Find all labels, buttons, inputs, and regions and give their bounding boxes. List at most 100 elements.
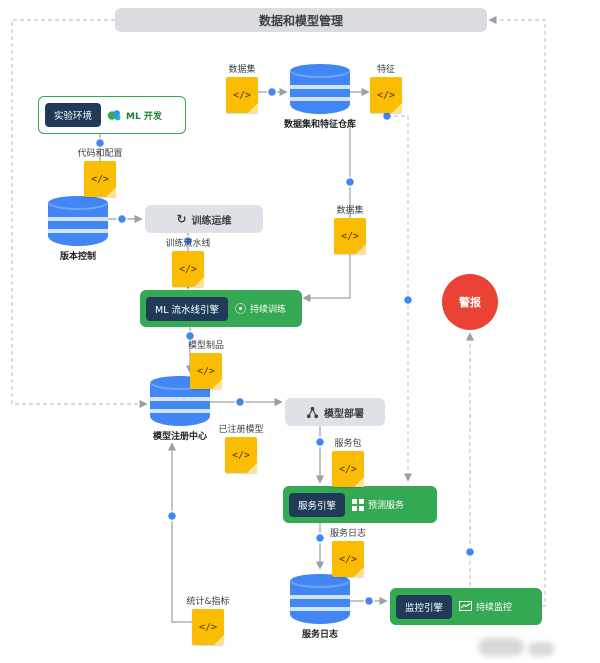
code-file-icon: </>	[172, 251, 204, 287]
code-glyph: </>	[338, 553, 358, 565]
alert-label: 警报	[459, 296, 481, 309]
ml-dev-tag: ML 开发	[107, 109, 162, 122]
brain-icon	[107, 109, 121, 120]
monitoring-engine-label: 监控引擎	[396, 594, 453, 619]
edge-monitoring-to-management	[488, 15, 546, 607]
experiment-environment-label: 实验环境	[45, 103, 102, 127]
junction-dot	[182, 235, 194, 247]
code-glyph: </>	[231, 449, 251, 461]
db-version-control: 版本控制	[48, 196, 108, 262]
doc-service-package: 服务包 </>	[324, 436, 372, 487]
junction-dot	[266, 86, 278, 98]
junction-dot	[363, 595, 375, 607]
database-icon	[48, 196, 108, 246]
junction-dots	[94, 86, 476, 607]
continuous-training-tag: 持续训练	[235, 302, 286, 315]
serving-engine-box: 服务引擎 预测服务	[283, 486, 437, 523]
code-glyph: </>	[232, 89, 252, 101]
code-file-icon: </>	[332, 451, 364, 487]
edge-feature-to-serving	[385, 110, 413, 482]
model-deploy-label: 模型部署	[324, 408, 364, 420]
grid-icon	[352, 498, 365, 511]
db-feature-store: 数据集和特征仓库	[284, 64, 356, 130]
ml-pipeline-engine-label: ML 流水线引擎	[146, 296, 229, 321]
doc-label: 服务日志	[329, 529, 366, 539]
watermark-smudge	[528, 642, 554, 656]
junction-dot	[344, 176, 356, 188]
ml-pipeline-engine-box: ML 流水线引擎 持续训练	[140, 290, 302, 327]
prediction-service-label: 预测服务	[368, 501, 405, 511]
code-file-icon: </>	[334, 218, 366, 254]
junction-dot	[402, 294, 414, 306]
doc-code-config: 代码和配置 </>	[76, 146, 124, 197]
header-title: 数据和模型管理	[258, 13, 343, 28]
doc-label: 代码和配置	[77, 149, 123, 159]
doc-dataset-top: 数据集 </>	[218, 62, 266, 113]
junction-dot	[184, 330, 196, 342]
junction-dot	[166, 510, 178, 522]
deploy-share-icon	[306, 406, 319, 418]
doc-label: 特征	[376, 65, 395, 75]
junction-dot	[464, 546, 476, 558]
model-deploy-box: 模型部署	[285, 398, 385, 426]
code-file-icon: </>	[370, 77, 402, 113]
monitoring-engine-box: 监控引擎 持续监控	[390, 588, 542, 625]
code-glyph: </>	[198, 621, 218, 633]
ml-dev-label: ML 开发	[126, 111, 162, 122]
pipeline-loop-icon: ↻	[176, 212, 187, 226]
junction-dot	[314, 436, 326, 448]
doc-label: 训练流水线	[165, 239, 211, 249]
code-file-icon: </>	[332, 541, 364, 577]
code-glyph: </>	[338, 463, 358, 475]
experiment-environment-box: 实验环境 ML 开发	[38, 96, 186, 134]
monitor-chart-icon	[459, 601, 473, 611]
continuous-training-label: 持续训练	[250, 305, 287, 315]
doc-dataset-mid: 数据集 </>	[326, 203, 374, 254]
doc-label: 统计&指标	[186, 597, 230, 607]
code-file-icon: </>	[190, 353, 222, 389]
gear-icon	[235, 303, 247, 314]
training-ops-box: ↻ 训练运维	[145, 205, 263, 233]
code-file-icon: </>	[226, 77, 258, 113]
header-data-model-management: 数据和模型管理	[115, 8, 487, 32]
junction-dot	[116, 213, 128, 225]
code-glyph: </>	[196, 365, 216, 377]
doc-model-artifact: 模型制品 </>	[182, 338, 230, 389]
db-version-control-label: 版本控制	[59, 252, 96, 262]
code-glyph: </>	[376, 89, 396, 101]
junction-dot	[94, 137, 106, 149]
code-file-icon: </>	[225, 437, 257, 473]
db-serving-logs: 服务日志	[290, 574, 350, 640]
code-file-icon: </>	[192, 609, 224, 645]
watermark-smudge	[478, 638, 524, 656]
doc-label: 模型制品	[187, 341, 224, 351]
database-icon	[290, 64, 350, 114]
doc-label: 已注册模型	[218, 425, 264, 435]
training-ops-label: 训练运维	[191, 215, 232, 227]
alert-badge: 警报	[442, 274, 498, 330]
doc-label: 数据集	[228, 65, 256, 75]
continuous-monitoring-tag: 持续监控	[459, 600, 512, 613]
junction-dot	[314, 532, 326, 544]
db-feature-store-label: 数据集和特征仓库	[284, 120, 357, 130]
edge-stats-to-registry	[167, 442, 192, 623]
doc-stats-metrics: 统计&指标 </>	[184, 594, 232, 645]
doc-training-pipeline: 训练流水线 </>	[164, 236, 212, 287]
database-icon	[290, 574, 350, 624]
edge-management-to-registry	[11, 19, 148, 409]
doc-feature: 特征 </>	[362, 62, 410, 113]
code-glyph: </>	[178, 263, 198, 275]
serving-engine-label: 服务引擎	[289, 492, 346, 517]
db-model-registry: 模型注册中心	[150, 376, 210, 442]
doc-label: 数据集	[336, 206, 364, 216]
prediction-service-tag: 预测服务	[352, 498, 404, 511]
doc-service-log: 服务日志 </>	[324, 526, 372, 577]
doc-label: 服务包	[334, 439, 362, 449]
doc-registered-model: 已注册模型 </>	[217, 422, 265, 473]
code-glyph: </>	[340, 230, 360, 242]
db-model-registry-label: 模型注册中心	[152, 432, 207, 442]
database-icon	[150, 376, 210, 426]
code-file-icon: </>	[84, 161, 116, 197]
